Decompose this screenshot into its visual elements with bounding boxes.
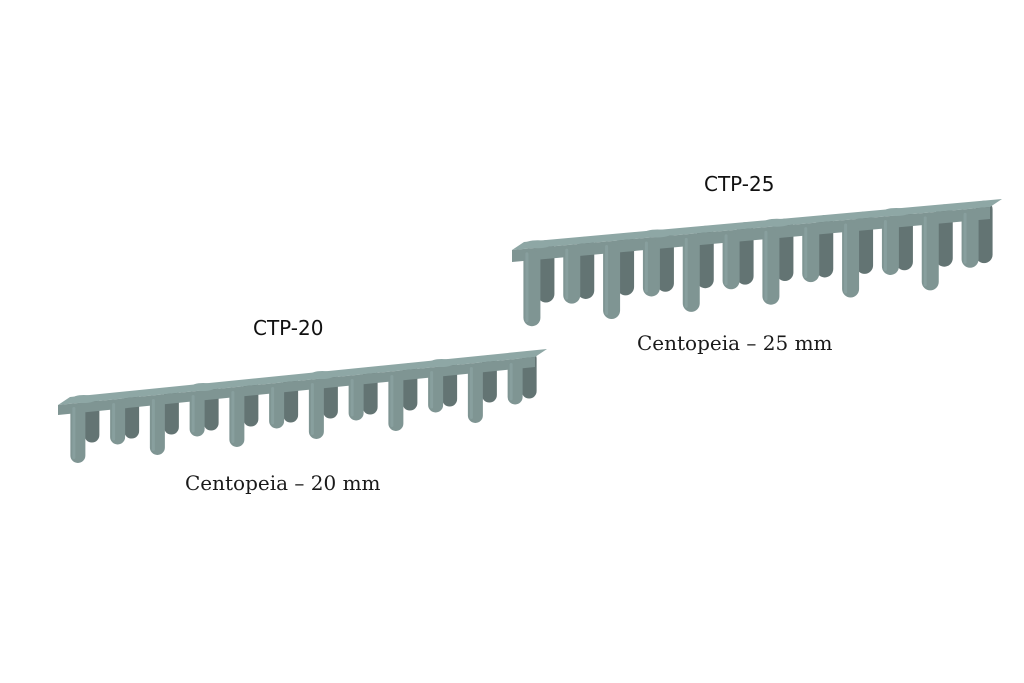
spacer-leg-highlight [525, 252, 529, 323]
spacer-body [58, 349, 547, 463]
spacer-cap [310, 371, 335, 379]
product-description-label: Centopeia – 25 mm [637, 331, 833, 355]
spacer-leg-highlight [350, 379, 354, 417]
spacer-leg-highlight [72, 407, 76, 459]
spacer-cap [643, 229, 672, 238]
spacer-cap [524, 240, 552, 249]
spacer-leg-highlight [844, 223, 848, 294]
spacer-leg-highlight [112, 403, 116, 441]
spacer-leg-highlight [231, 391, 235, 443]
spacer-leg-highlight [684, 237, 688, 308]
spacer-cap [71, 395, 96, 403]
spacer-leg-highlight [644, 241, 648, 293]
spacer-leg-highlight [271, 387, 275, 425]
spacer-leg-highlight [565, 248, 569, 300]
spacer-cap [429, 359, 454, 367]
spacer-cap [191, 383, 216, 391]
spacer-bar-top [512, 199, 1002, 250]
spacer-leg-highlight [151, 399, 155, 451]
spacer-leg-highlight [724, 234, 728, 286]
spacer-leg-highlight [509, 363, 513, 401]
spacer-leg-highlight [605, 245, 609, 316]
spacer-leg-highlight [310, 383, 314, 435]
spacer-bar-front [58, 357, 535, 415]
product-code-label: CTP-20 [253, 316, 324, 340]
spacer-leg-highlight [764, 230, 768, 301]
spacer-bar-top [58, 349, 547, 405]
spacer-leg-highlight [804, 227, 808, 279]
spacer-bar-front [512, 207, 990, 262]
product-code-label: CTP-25 [704, 172, 775, 196]
spacer-leg-highlight [430, 371, 434, 409]
spacer-cap [763, 218, 791, 227]
spacer-leg-highlight [191, 395, 195, 433]
spacer-cap [882, 207, 911, 216]
spacer-leg-highlight [390, 375, 394, 427]
spacer-leg-highlight [923, 216, 927, 287]
spacer-leg-highlight [963, 212, 967, 264]
spacer-leg-highlight [883, 219, 887, 271]
spacer-body [512, 199, 1002, 327]
spacer-leg-highlight [469, 367, 473, 419]
product-description-label: Centopeia – 20 mm [185, 471, 381, 495]
